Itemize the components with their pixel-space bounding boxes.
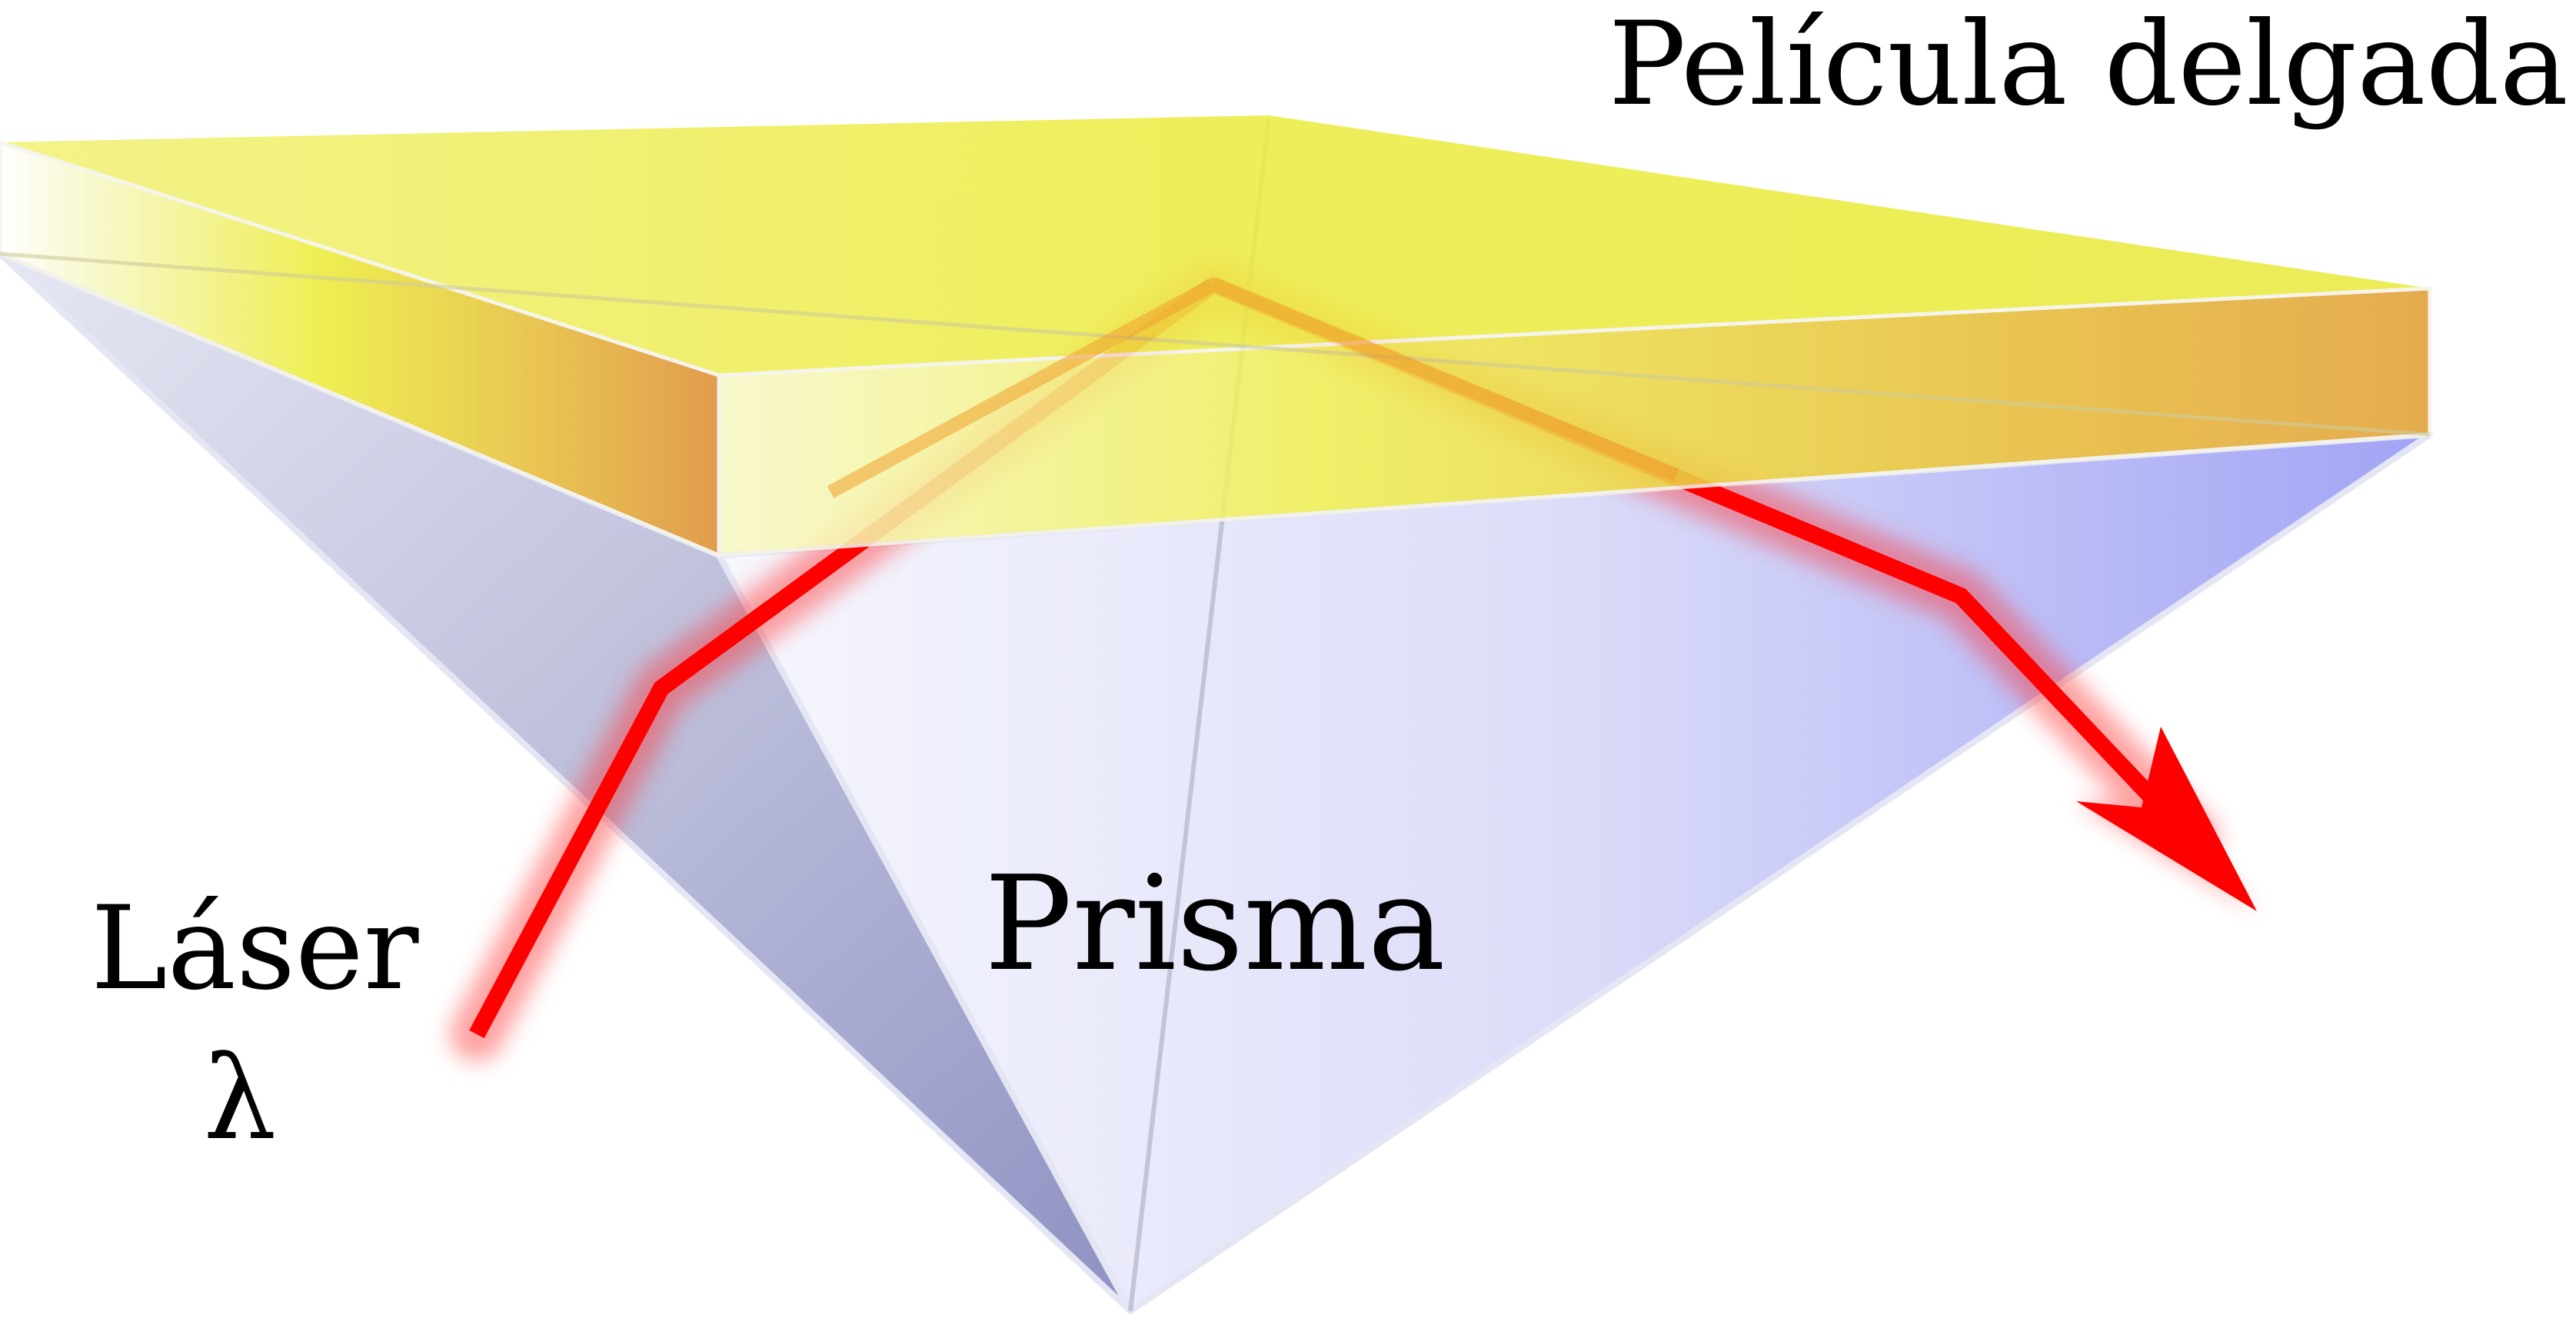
wavelength-label: λ	[203, 1032, 276, 1166]
prism-label: Prisma	[984, 848, 1446, 1000]
thin-film	[0, 115, 2432, 558]
laser-label: Láser	[91, 882, 419, 1016]
laser-in-film	[827, 277, 1679, 498]
laser-arrowhead	[2076, 727, 2257, 911]
prism-front-face	[716, 431, 2433, 1314]
film-label: Película delgada	[1609, 0, 2568, 131]
film-hidden-edge	[0, 251, 2431, 437]
film-top-face	[0, 115, 2430, 375]
